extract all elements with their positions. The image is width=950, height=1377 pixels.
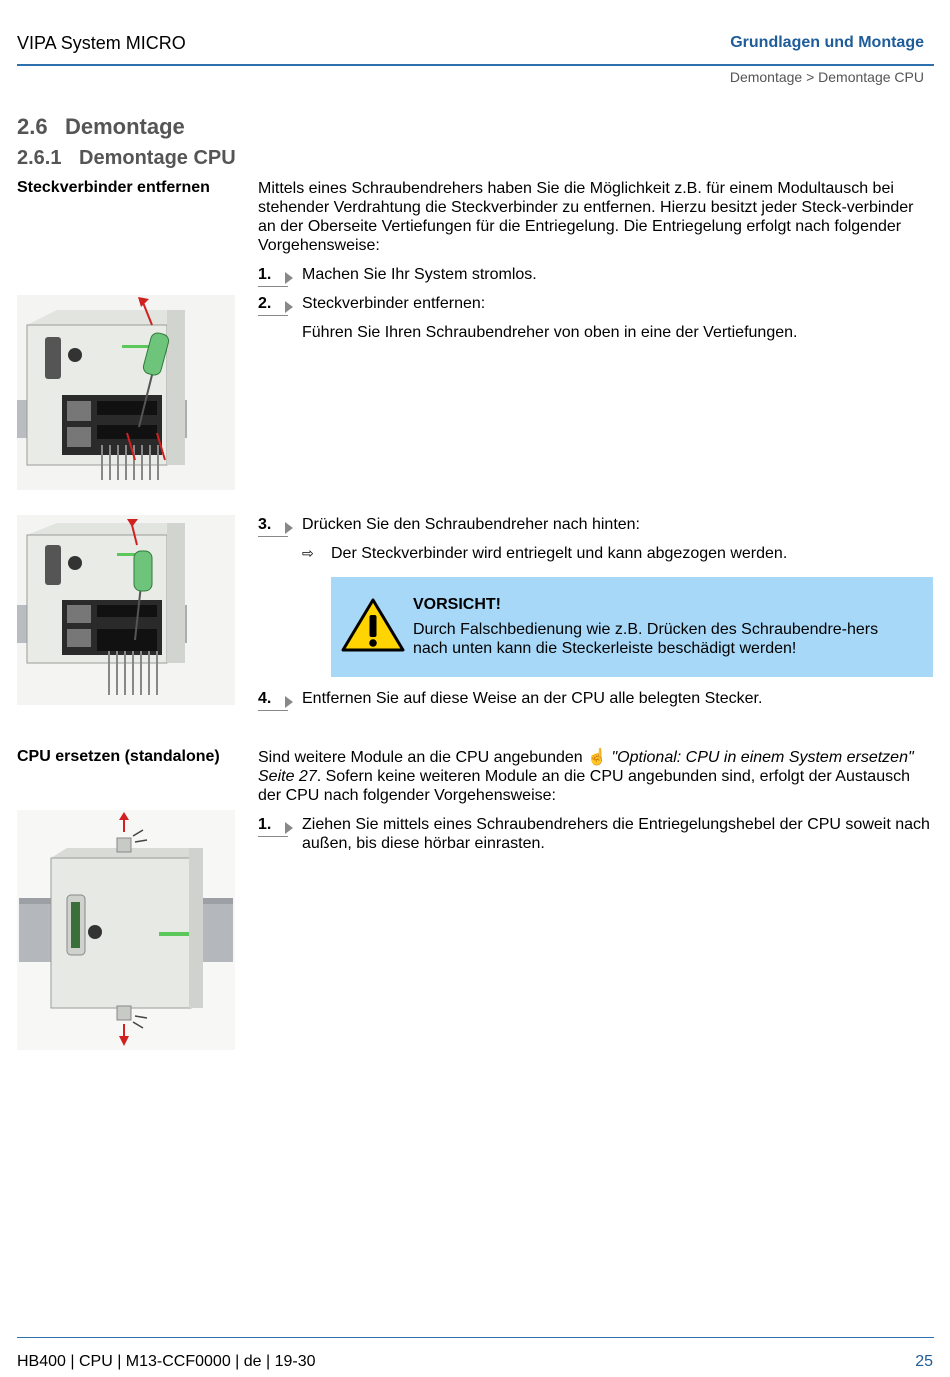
caution-box: VORSICHT! Durch Falschbedienung wie z.B.…	[331, 577, 933, 677]
footer-divider	[17, 1337, 934, 1338]
side-label-cpu-replace: CPU ersetzen (standalone)	[17, 748, 220, 765]
subsection-number: 2.6.1	[17, 147, 62, 169]
caution-text: Durch Falschbedienung wie z.B. Drücken d…	[413, 621, 879, 657]
page-number: 25	[915, 1353, 933, 1370]
step-text: Ziehen Sie mittels eines Schraubendreher…	[302, 816, 930, 852]
figure-cpu-release-levers	[17, 810, 235, 1050]
step-arrow-icon	[285, 272, 293, 284]
step-text: Steckverbinder entfernen:	[302, 295, 486, 312]
chapter-title: Grundlagen und Montage	[730, 34, 924, 51]
figure-connector-removal-1	[17, 295, 235, 490]
intro-paragraph: Mittels eines Schraubendrehers haben Sie…	[258, 180, 914, 254]
step-subtext: Führen Sie Ihren Schraubendreher von obe…	[302, 324, 798, 341]
step-number: 3.	[258, 515, 294, 537]
step-text: Entfernen Sie auf diese Weise an der CPU…	[302, 690, 763, 707]
step-text: Drücken Sie den Schraubendreher nach hin…	[302, 516, 640, 533]
warning-triangle-icon	[341, 598, 405, 652]
figure-connector-removal-2	[17, 515, 235, 705]
step-number: 2.	[258, 294, 294, 316]
cpu-release-illustration	[19, 812, 233, 1046]
section-heading: 2.6 Demontage	[17, 114, 185, 140]
step-number: 1.	[258, 815, 294, 837]
step-arrow-icon	[285, 522, 293, 534]
header-divider	[17, 64, 934, 66]
step-arrow-icon	[285, 301, 293, 313]
caution-title: VORSICHT!	[413, 596, 501, 613]
subsection-heading: 2.6.1 Demontage CPU	[17, 147, 236, 170]
step-text: Machen Sie Ihr System stromlos.	[302, 266, 537, 283]
cpu-module-illustration	[17, 519, 187, 695]
step-arrow-icon	[285, 822, 293, 834]
document-title: VIPA System MICRO	[17, 33, 186, 53]
cpu-replace-paragraph: Sind weitere Module an die CPU angebunde…	[258, 748, 918, 805]
step-number: 4.	[258, 689, 294, 711]
step-number: 1.	[258, 265, 294, 287]
section-title: Demontage	[65, 114, 185, 139]
intro-before-link: Sind weitere Module an die CPU angebunde…	[258, 749, 583, 766]
intro-after-link: . Sofern keine weiteren Module an die CP…	[258, 768, 910, 804]
result-text: Der Steckverbinder wird entriegelt und k…	[331, 545, 788, 562]
section-number: 2.6	[17, 114, 48, 139]
link-hand-icon: ☝	[587, 749, 608, 766]
breadcrumb: Demontage > Demontage CPU	[729, 69, 924, 85]
result-arrow-icon: ⇨	[302, 545, 314, 561]
footer-document-id: HB400 | CPU | M13-CCF0000 | de | 19-30	[17, 1353, 316, 1370]
side-label-connector: Steckverbinder entfernen	[17, 179, 210, 196]
cpu-module-illustration	[17, 297, 187, 480]
step-arrow-icon	[285, 696, 293, 708]
subsection-title: Demontage CPU	[79, 147, 236, 169]
cross-reference-link[interactable]: "Optional: CPU in einem System ersetzen"…	[258, 749, 914, 785]
